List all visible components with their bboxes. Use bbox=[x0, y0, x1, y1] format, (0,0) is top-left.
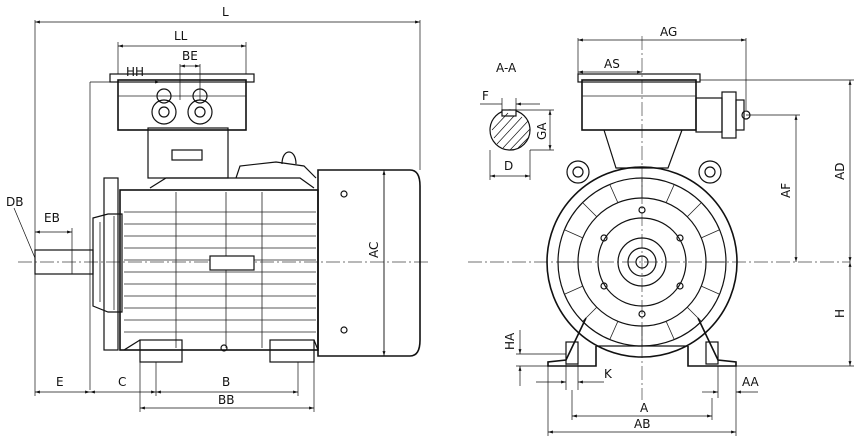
dim-label-B: B bbox=[222, 375, 230, 389]
dim-label-BB: BB bbox=[218, 393, 234, 407]
dim-label-A: A bbox=[640, 401, 649, 415]
dim-label-AS: AS bbox=[604, 57, 620, 71]
dim-label-DB: DB bbox=[6, 195, 23, 209]
dim-label-EB: EB bbox=[44, 211, 60, 225]
dim-label-GA: GA bbox=[535, 122, 549, 140]
dim-label-H: H bbox=[833, 309, 847, 318]
section-view-a-a: A-A F GA D bbox=[480, 61, 554, 180]
dim-label-L: L bbox=[222, 5, 229, 19]
dim-label-HH: HH bbox=[126, 65, 144, 79]
terminal-box-column bbox=[147, 127, 229, 179]
front-foot bbox=[139, 339, 183, 363]
end-view: AG AS AF AD H HA K AA bbox=[468, 25, 854, 436]
dim-label-HA: HA bbox=[503, 332, 517, 350]
dim-label-AG: AG bbox=[660, 25, 677, 39]
top-cover bbox=[235, 161, 317, 179]
dim-label-AF: AF bbox=[779, 183, 793, 198]
front-end-shield bbox=[92, 213, 123, 313]
end-frame-outer bbox=[546, 166, 738, 358]
shaft-end-boss bbox=[617, 237, 667, 287]
end-foot-right bbox=[687, 317, 737, 367]
section-hatching bbox=[491, 112, 531, 151]
cable-gland-1 bbox=[151, 99, 177, 125]
dim-label-AD: AD bbox=[833, 163, 847, 180]
dim-label-E: E bbox=[56, 375, 64, 389]
lifting-eye-right bbox=[698, 160, 722, 184]
keyway bbox=[501, 109, 517, 117]
dim-label-D: D bbox=[504, 159, 513, 173]
cooling-fins bbox=[124, 192, 316, 348]
section-title: A-A bbox=[496, 61, 517, 75]
end-cable-gland bbox=[721, 91, 737, 139]
dim-label-K: K bbox=[604, 367, 613, 381]
dim-label-AC: AC bbox=[367, 242, 381, 258]
terminal-box-lid bbox=[109, 73, 255, 83]
dim-label-AB: AB bbox=[634, 417, 650, 431]
bearing-housing bbox=[103, 177, 119, 351]
end-terminal-column bbox=[603, 129, 683, 169]
end-terminal-box bbox=[581, 79, 697, 131]
dim-label-F: F bbox=[482, 89, 489, 103]
lifting-eye-left bbox=[566, 160, 590, 184]
end-foot-left bbox=[547, 317, 597, 367]
rear-foot bbox=[269, 339, 315, 363]
side-view: L LL BE HH DB EB AC E C bbox=[6, 5, 430, 412]
dim-label-BE: BE bbox=[182, 49, 198, 63]
shaft-end bbox=[635, 255, 649, 269]
terminal-box bbox=[117, 79, 247, 131]
nameplate bbox=[209, 255, 255, 271]
dim-label-AA: AA bbox=[742, 375, 760, 389]
dim-label-C: C bbox=[118, 375, 126, 389]
fan-cover bbox=[317, 169, 421, 357]
lifting-eye bbox=[281, 151, 297, 165]
dim-label-LL: LL bbox=[174, 29, 188, 43]
